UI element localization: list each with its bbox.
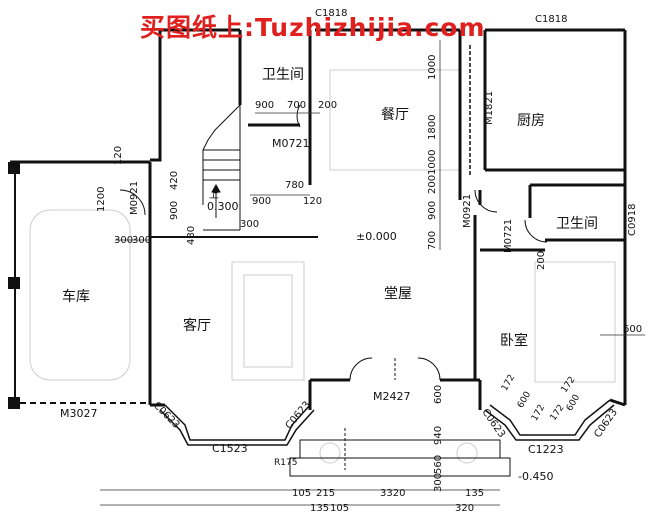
- label-r175: R175: [274, 458, 298, 468]
- label-m3027: M3027: [60, 407, 98, 420]
- column-3: [8, 397, 20, 409]
- label-elev-main: ±0.000: [356, 230, 397, 243]
- dim-1800: 1800: [427, 114, 438, 140]
- dim-300a: 300: [114, 235, 134, 246]
- step-2: [289, 457, 511, 477]
- bay-window-living-outer: [159, 409, 315, 446]
- dim-600: 600: [623, 324, 643, 335]
- car-outline: [29, 209, 131, 381]
- entrance-steps: [289, 428, 511, 477]
- dim-560: 560: [433, 454, 444, 474]
- stairs: [202, 104, 241, 231]
- door-swings: [119, 104, 548, 381]
- watermark-text: 买图纸上:Tuzhizhijia.com: [140, 13, 486, 42]
- label-m2427: M2427: [373, 390, 411, 403]
- dim-420: 420: [169, 170, 180, 190]
- label-c1818-b: C1818: [535, 14, 568, 25]
- label-m1821: M1821: [484, 90, 495, 125]
- room-hall: 堂屋: [384, 286, 412, 302]
- door-m0721-top: [296, 104, 301, 128]
- dim-300b: 300: [132, 235, 152, 246]
- dim-900d: 900: [427, 200, 438, 220]
- bay-window-living: [164, 404, 311, 441]
- label-m0921-hall: M0921: [462, 193, 473, 228]
- dim-900a: 900: [255, 100, 275, 111]
- dim-105a: 105: [292, 488, 312, 499]
- column-2: [8, 277, 20, 289]
- dim-120a: 120: [303, 196, 323, 207]
- column-1: [8, 162, 20, 174]
- pillar-right: [319, 442, 341, 464]
- bay-windows: [159, 399, 615, 446]
- dim-1000a: 1000: [427, 54, 438, 80]
- dim-120b: 120: [113, 145, 124, 165]
- label-c1223: C1223: [528, 443, 564, 456]
- stair-arrow-head: [211, 183, 221, 193]
- pillar-left: [456, 442, 478, 464]
- room-bath-top: 卫生间: [262, 67, 304, 83]
- label-elev-stair: 0.300: [207, 200, 239, 213]
- dim-940: 940: [433, 425, 444, 445]
- bay-window-bedroom: [489, 399, 611, 436]
- room-bedroom: 卧室: [500, 333, 528, 349]
- bed: [534, 261, 616, 383]
- dim-200a: 200: [318, 100, 338, 111]
- dim-1000b: 1000: [427, 149, 438, 175]
- dim-105b: 105: [330, 503, 350, 514]
- dim-135: 135: [465, 488, 485, 499]
- dim-320: 320: [455, 503, 475, 514]
- wall-west-upper: [150, 30, 162, 162]
- door-m2427-left: [349, 357, 373, 381]
- dim-600b: 600: [433, 384, 444, 404]
- dimension-lines: [100, 40, 645, 506]
- door-m2427-right: [417, 357, 441, 381]
- dim-135b: 135: [310, 503, 330, 514]
- door-m0921-garage: [119, 189, 146, 216]
- dim-200b: 200: [427, 174, 438, 194]
- dim-300d: 300: [433, 472, 444, 492]
- room-living: 客厅: [183, 318, 211, 334]
- room-dining: 餐厅: [381, 107, 409, 123]
- label-c1818-a: C1818: [315, 8, 348, 19]
- walls: [10, 28, 627, 410]
- dim-780: 780: [285, 180, 305, 191]
- sofa-set: [231, 261, 305, 381]
- label-elev-out: -0.450: [518, 470, 554, 483]
- dim-900c: 900: [169, 200, 180, 220]
- door-m0921-hall: [474, 189, 498, 213]
- room-bath-right: 卫生间: [556, 216, 598, 232]
- dim-215: 215: [316, 488, 336, 499]
- wall-front-f: [609, 398, 626, 407]
- room-kitchen: 厨房: [517, 113, 545, 129]
- dim-900b: 900: [252, 196, 272, 207]
- dim-3320: 3320: [380, 488, 406, 499]
- dim-300c: 300: [240, 219, 260, 230]
- label-stair-up: 上: [209, 190, 219, 201]
- label-m0921-garage: M0921: [129, 180, 140, 215]
- label-m0721-bath: M0721: [503, 218, 514, 253]
- label-c0918: C0918: [627, 203, 638, 236]
- label-m0721-top: M0721: [272, 137, 310, 150]
- dim-200c: 200: [536, 250, 547, 270]
- door-m0721-bath: [524, 219, 548, 243]
- bay-window-bedroom-outer: [484, 404, 615, 441]
- dim-700a: 700: [287, 100, 307, 111]
- label-c1523: C1523: [212, 442, 248, 455]
- garage-columns: [8, 162, 20, 409]
- dim-1200: 1200: [96, 186, 107, 212]
- room-garage: 车库: [62, 289, 90, 305]
- dim-700b: 700: [427, 230, 438, 250]
- coffee-table: [243, 274, 293, 368]
- furniture-faint: [29, 69, 616, 464]
- dim-480: 480: [186, 225, 197, 245]
